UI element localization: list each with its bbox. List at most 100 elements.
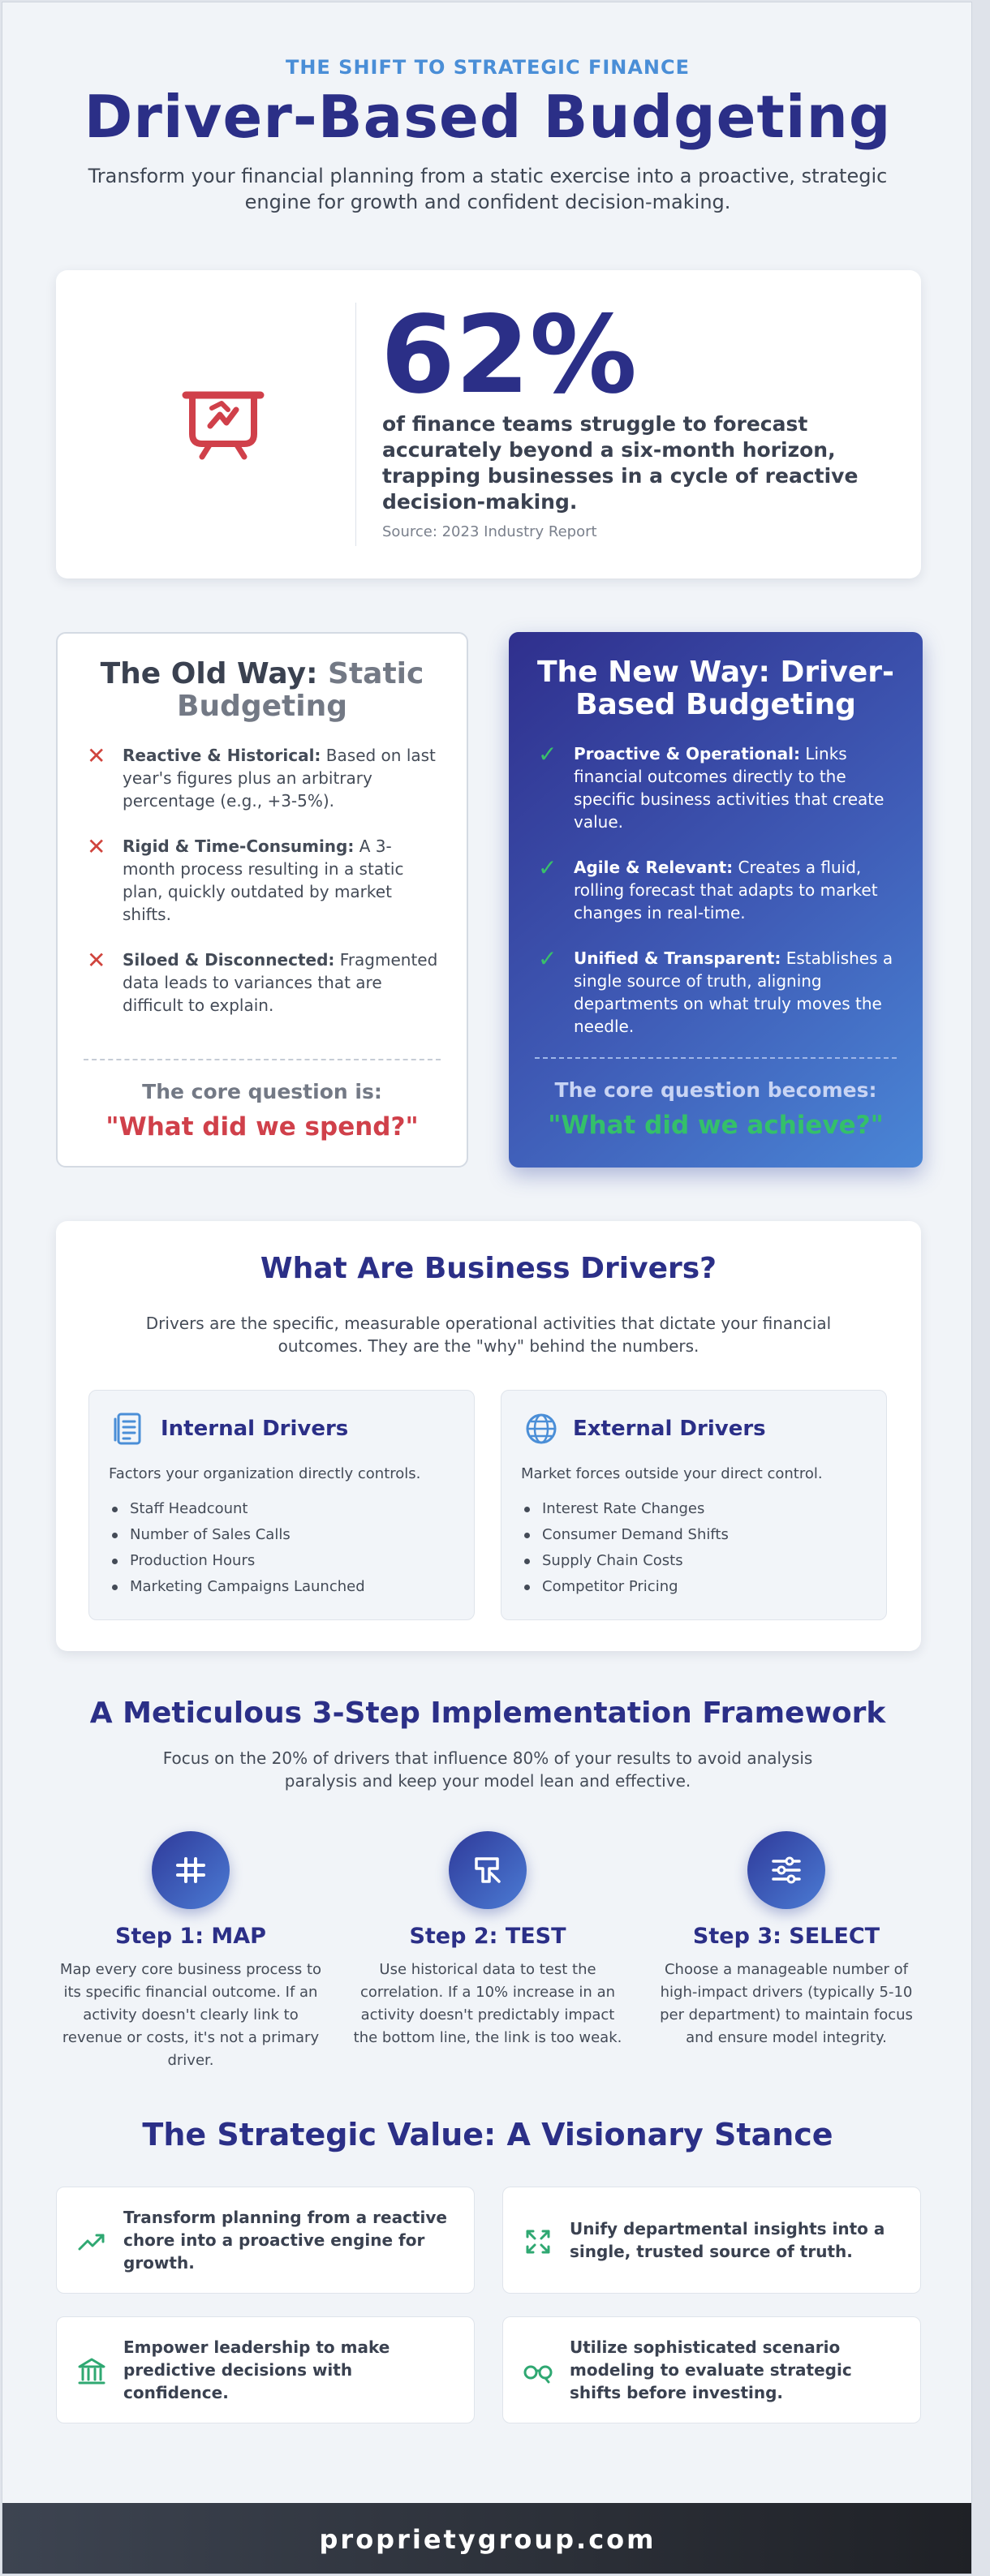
map-signpost-icon [176,1857,205,1883]
new-way-answer: "What did we achieve?" [548,1111,884,1140]
item-label: Proactive & Operational: [574,744,800,763]
strategic-title: The Strategic Value: A Visionary Stance [142,2117,833,2152]
item-text: Fragmented data leads to variances that … [123,950,438,1015]
item-text: A 3-month process resulting in a static … [123,836,404,924]
old-way-card: The Old Way: Static Budgeting ✕ Reactive… [56,632,468,1168]
list-item: Number of Sales Calls [109,1522,365,1548]
trending-up-icon [78,2234,105,2251]
framework-title: A Meticulous 3-Step Implementation Frame… [89,1697,886,1730]
page-title: Driver-Based Budgeting [84,83,892,151]
globe-icon [526,1413,557,1444]
new-way-item: ✓ Agile & Relevant: Creates a fluid, rol… [538,856,898,924]
checkmark-icon: ✓ [538,741,557,768]
list-item: Competitor Pricing [521,1574,729,1600]
old-way-title-lead: The Old Way: [100,657,318,690]
strategic-card: Utilize sophisticated scenario modeling … [502,2316,921,2423]
footer-link[interactable]: proprietygroup.com [319,2523,656,2555]
list-item: Interest Rate Changes [521,1496,729,1522]
strategic-card: Empower leadership to make predictive de… [56,2316,475,2423]
old-way-answer: "What did we spend?" [105,1112,419,1142]
list-item: Supply Chain Costs [521,1548,729,1574]
stat-description: of finance teams struggle to forecast ac… [382,412,859,514]
step-select: Step 3: SELECT Choose a manageable numbe… [648,1831,924,2049]
item-text: Based on last year's figures plus an arb… [123,746,436,811]
page-subtitle: Transform your financial planning from a… [88,165,888,213]
checkmark-icon: ✓ [538,945,557,972]
old-way-item: ✕ Siloed & Disconnected: Fragmented data… [87,948,442,1017]
internal-drivers-description: Factors your organization directly contr… [109,1465,421,1482]
drivers-description: Drivers are the specific, measurable ope… [145,1314,832,1356]
merge-arrows-icon [526,2230,550,2254]
step-title: Step 3: SELECT [692,1924,880,1949]
internal-drivers-list: Staff Headcount Number of Sales Calls Pr… [109,1496,365,1600]
framework-description: Focus on the 20% of drivers that influen… [162,1748,813,1791]
old-way-title-rest: Static Budgeting [177,657,424,723]
item-text: Links financial outcomes directly to the… [574,744,885,832]
divider [535,1057,897,1059]
step-description: Map every core business process to its s… [59,1961,322,2069]
step-icon-circle [152,1831,230,1909]
new-way-title: The New Way: Driver-Based Budgeting [536,656,895,721]
strategic-text: Utilize sophisticated scenario modeling … [570,2337,852,2402]
external-drivers-box: External Drivers Market forces outside y… [501,1390,887,1620]
drivers-card: What Are Business Drivers? Drivers are t… [56,1221,921,1651]
old-way-title: The Old Way: Static Budgeting [74,658,450,723]
item-label: Unified & Transparent: [574,948,781,968]
divider [84,1059,441,1060]
old-way-list: ✕ Reactive & Historical: Based on last y… [87,744,442,1039]
new-way-card: The New Way: Driver-Based Budgeting ✓ Pr… [509,632,923,1168]
strategic-text: Unify departmental insights into a singl… [570,2219,885,2261]
item-text: Creates a fluid, rolling forecast that a… [574,858,878,922]
drivers-title: What Are Business Drivers? [260,1252,717,1285]
eyebrow: THE SHIFT TO STRATEGIC FINANCE [285,56,691,79]
binoculars-icon [523,2365,553,2384]
item-label: Reactive & Historical: [123,746,321,765]
flask-test-icon [475,1857,501,1883]
step-map: Step 1: MAP Map every core business proc… [53,1831,329,2072]
item-label: Siloed & Disconnected: [123,950,335,970]
step-test: Step 2: TEST Use historical data to test… [350,1831,626,2049]
item-text: Establishes a single source of truth, al… [574,948,893,1036]
stat-value: 62% [381,293,637,418]
step-description: Choose a manageable number of high-impac… [660,1961,913,2046]
stat-source: Source: 2023 Industry Report [382,523,597,540]
cross-icon: ✕ [87,947,106,974]
footer: proprietygroup.com [2,2503,971,2574]
step-icon-circle [449,1831,527,1909]
external-drivers-description: Market forces outside your direct contro… [521,1465,823,1482]
step-icon-circle [747,1831,825,1909]
new-way-item: ✓ Proactive & Operational: Links financi… [538,742,898,833]
item-label: Agile & Relevant: [574,858,734,877]
infographic-page: THE SHIFT TO STRATEGIC FINANCE Driver-Ba… [2,2,972,2574]
internal-drivers-title: Internal Drivers [161,1417,349,1441]
checkmark-icon: ✓ [538,854,557,881]
cross-icon: ✕ [87,742,106,769]
new-way-item: ✓ Unified & Transparent: Establishes a s… [538,947,898,1038]
old-way-item: ✕ Reactive & Historical: Based on last y… [87,744,442,812]
strategic-card: Unify departmental insights into a singl… [502,2187,921,2294]
sliders-icon [772,1856,801,1884]
old-way-question: The core question is: [142,1080,382,1103]
presentation-chart-icon [182,391,265,460]
cross-icon: ✕ [87,833,106,860]
list-item: Production Hours [109,1548,365,1574]
internal-drivers-box: Internal Drivers Factors your organizati… [88,1390,475,1620]
step-title: Step 2: TEST [409,1924,566,1949]
bank-icon [78,2358,105,2385]
stat-divider [355,303,356,546]
strategic-text: Transform planning from a reactive chore… [123,2208,447,2273]
stat-card: 62% of finance teams struggle to forecas… [56,270,921,578]
external-drivers-list: Interest Rate Changes Consumer Demand Sh… [521,1496,729,1600]
old-way-item: ✕ Rigid & Time-Consuming: A 3-month proc… [87,835,442,926]
document-list-icon [114,1413,141,1445]
step-description: Use historical data to test the correlat… [353,1961,622,2046]
strategic-card: Transform planning from a reactive chore… [56,2187,475,2294]
new-way-list: ✓ Proactive & Operational: Links financi… [538,742,898,1060]
new-way-question: The core question becomes: [554,1078,877,1102]
item-label: Rigid & Time-Consuming: [123,836,355,856]
external-drivers-title: External Drivers [573,1417,766,1441]
list-item: Staff Headcount [109,1496,365,1522]
list-item: Consumer Demand Shifts [521,1522,729,1548]
step-title: Step 1: MAP [115,1924,266,1949]
list-item: Marketing Campaigns Launched [109,1574,365,1600]
